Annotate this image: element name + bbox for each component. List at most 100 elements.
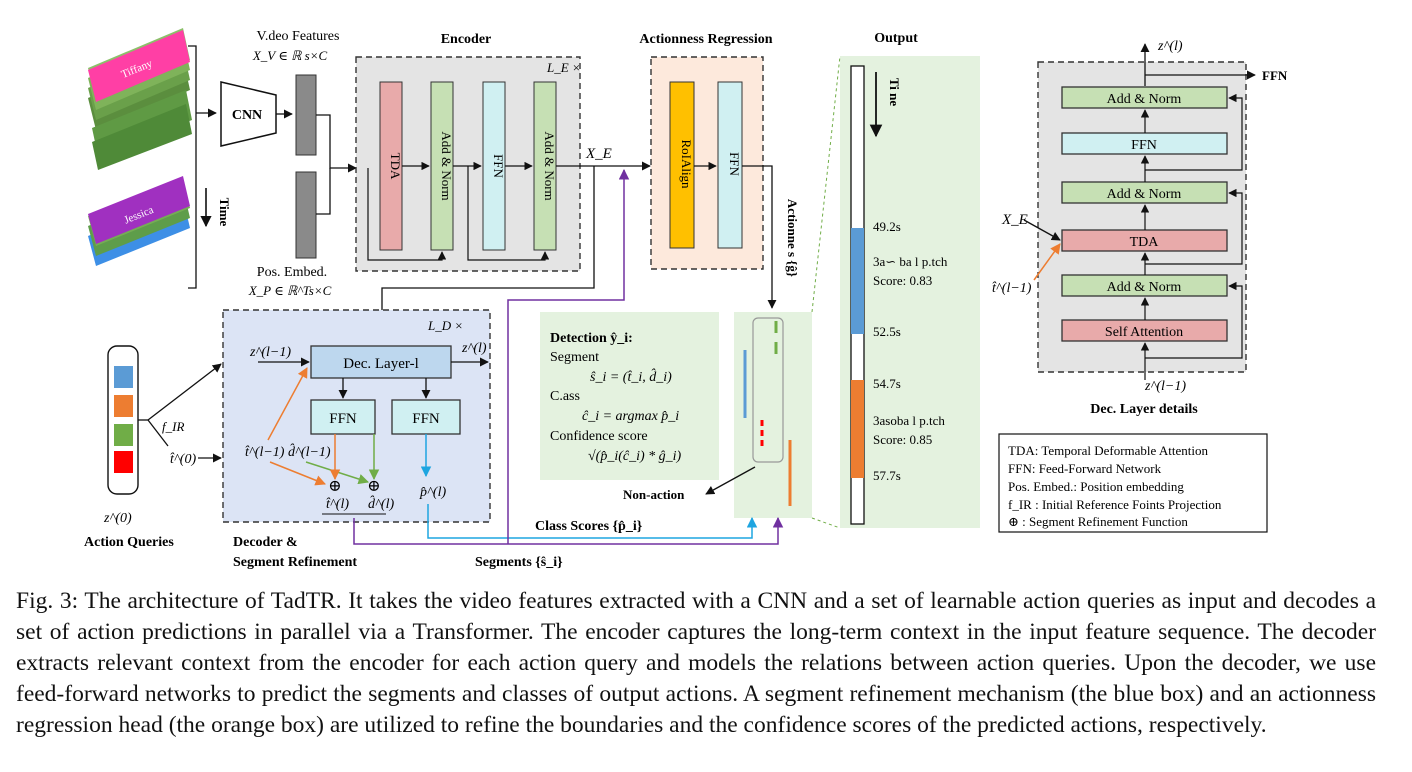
dec-details-title: Dec. Layer details [1090, 402, 1198, 417]
query-to-ref-arrow [147, 419, 169, 447]
encoder-output-label: X_E [585, 146, 612, 162]
prediction-box [752, 317, 784, 463]
pos-embed-formula: X_P ∈ ℝ^Ts×C [248, 283, 332, 298]
frames-bracket [188, 45, 197, 289]
legend-item-5: ⊕ : Segment Refinement Function [1008, 514, 1188, 529]
t-prev-to-plus-arrow [269, 461, 326, 486]
encoder-norm2-label: Add & Norm [542, 131, 557, 200]
detail-skip-1 [1145, 281, 1243, 359]
dec-ffn2-label: FFN [412, 411, 440, 427]
video-frame-stack: Tiffany Jessica [88, 28, 192, 266]
pred-zoom-line-1 [811, 55, 841, 313]
query-to-decoder-arrow [147, 363, 222, 421]
video-features-formula: X_V ∈ ℝ s×C [252, 48, 328, 63]
actionness-output-label: Actionne s {ĝ} [785, 199, 800, 277]
detail-skip-2 [1145, 188, 1243, 265]
segments-line [353, 516, 784, 545]
t-zero-label: t̂^(0) [170, 452, 196, 467]
detail-norm1-label: Add & Norm [1107, 280, 1182, 295]
t-prev-to-dec-arrow [267, 367, 308, 441]
dec-ffn1-label: FFN [329, 411, 357, 427]
dec-d-prev-label: d̂^(l−1) [288, 443, 331, 460]
dec-p-new-label: p̂^(l) [419, 485, 446, 500]
dec-details-ffn-out: FFN [1262, 68, 1288, 83]
detail-ffn-label: FFN [1131, 138, 1157, 153]
legend-item-3: Pos. Embed.: Position embedding [1008, 479, 1184, 494]
actionness-out-line [742, 165, 777, 309]
non-action-arrow [705, 466, 756, 495]
detection-class-label: C.ass [550, 389, 580, 404]
legend-item-4: f_IR : Initial Reference Foints Projecti… [1008, 497, 1222, 512]
dec-d-new-label: d̂^(l) [368, 495, 394, 512]
actionness-box [650, 56, 764, 270]
output-t2: 52.5s [873, 324, 901, 339]
posembed-merge-line [316, 168, 331, 215]
class-scores-line [427, 504, 758, 539]
detection-confidence-formula: √(p̂_i(ĉ_i) * ĝ_i) [588, 449, 682, 464]
detail-self-attn-label: Self Attention [1105, 325, 1183, 340]
time-axis-label: Ti ne [887, 78, 902, 107]
prediction-panel-bg [734, 312, 812, 518]
pos-embed-title: Pos. Embed. [257, 265, 327, 280]
detail-norm3-block [1061, 86, 1228, 109]
pos-embed-bar [295, 171, 317, 259]
encoder-title: Encoder [441, 32, 492, 47]
decoder-title-2: Segment Refinement [233, 555, 357, 570]
dec-layer-label: Dec. Layer-l [343, 356, 418, 372]
dec-layer-block [310, 345, 452, 379]
timeline-segment-2 [851, 380, 864, 478]
query-red [114, 451, 133, 473]
detail-tda-label: TDA [1130, 235, 1160, 250]
actionness-ffn-label: FFN [727, 152, 742, 176]
plus-symbol-2: ⊕ [367, 478, 380, 495]
dec-t-new-label: t̂^(l) [326, 497, 349, 512]
dec-z-out-label: z^(l) [461, 341, 487, 356]
dec-details-z-top: z^(l) [1157, 39, 1183, 54]
decoder-repeat: L_D × [427, 318, 463, 333]
xe-to-tda-arrow [1023, 219, 1061, 241]
output-seg2-line2: Score: 0.85 [873, 432, 932, 447]
video-features-bar [295, 74, 317, 156]
output-title: Output [874, 31, 918, 46]
detection-box [540, 312, 719, 480]
query-orange [114, 395, 133, 417]
f-ir-label: f_IR [162, 419, 184, 434]
dec-z-in-label: z^(l−1) [249, 345, 291, 360]
detection-title: Detection ŷ_i: [550, 331, 633, 346]
dec-details-z-bottom: z^(l−1) [1144, 379, 1186, 394]
encoder-repeat: L_E × [546, 60, 581, 75]
segments-label: Segments {ŝ_i} [475, 555, 563, 570]
encoder-ffn-label: FFN [491, 154, 506, 178]
output-t4: 57.7s [873, 468, 901, 483]
figure-caption: Fig. 3: The architecture of TadTR. It ta… [16, 588, 1376, 738]
enc-skip-1 [367, 168, 447, 261]
plus-symbol-1: ⊕ [328, 478, 341, 495]
detail-skip-3 [1145, 93, 1243, 171]
roialign-block [669, 81, 695, 249]
detail-norm3-label: Add & Norm [1107, 92, 1182, 107]
encoder-tda-label: TDA [388, 153, 403, 180]
timeline-segment-1 [851, 228, 864, 334]
enc-skip-2 [467, 166, 550, 261]
cnn-label: CNN [232, 108, 262, 123]
legend-box [998, 433, 1268, 533]
decoder-title-1: Decoder & [233, 535, 298, 550]
output-seg1-line2: Score: 0.83 [873, 273, 932, 288]
dec-t-prev-label: t̂^(l−1) [245, 445, 285, 460]
output-t3: 54.7s [873, 376, 901, 391]
features-merge-line [316, 114, 357, 173]
legend-item-2: FFN: Feed-Forward Network [1008, 461, 1162, 476]
detail-norm2-label: Add & Norm [1107, 187, 1182, 202]
output-t1: 49.2s [873, 219, 901, 234]
dec-details-t-prev: t̂^(l−1) [992, 281, 1032, 296]
time-label: Time [217, 198, 232, 227]
encoder-norm1-label: Add & Norm [439, 131, 454, 200]
cnn-block [220, 81, 277, 147]
roialign-label: RoIAlign [679, 139, 694, 189]
actionness-title: Actionness Regression [639, 32, 772, 47]
z-zero-label: z^(0) [103, 511, 132, 526]
action-queries-title: Action Queries [84, 535, 174, 550]
detection-segment-label: Segment [550, 350, 599, 365]
output-seg2-line1: 3asoba l p.tch [873, 413, 945, 428]
